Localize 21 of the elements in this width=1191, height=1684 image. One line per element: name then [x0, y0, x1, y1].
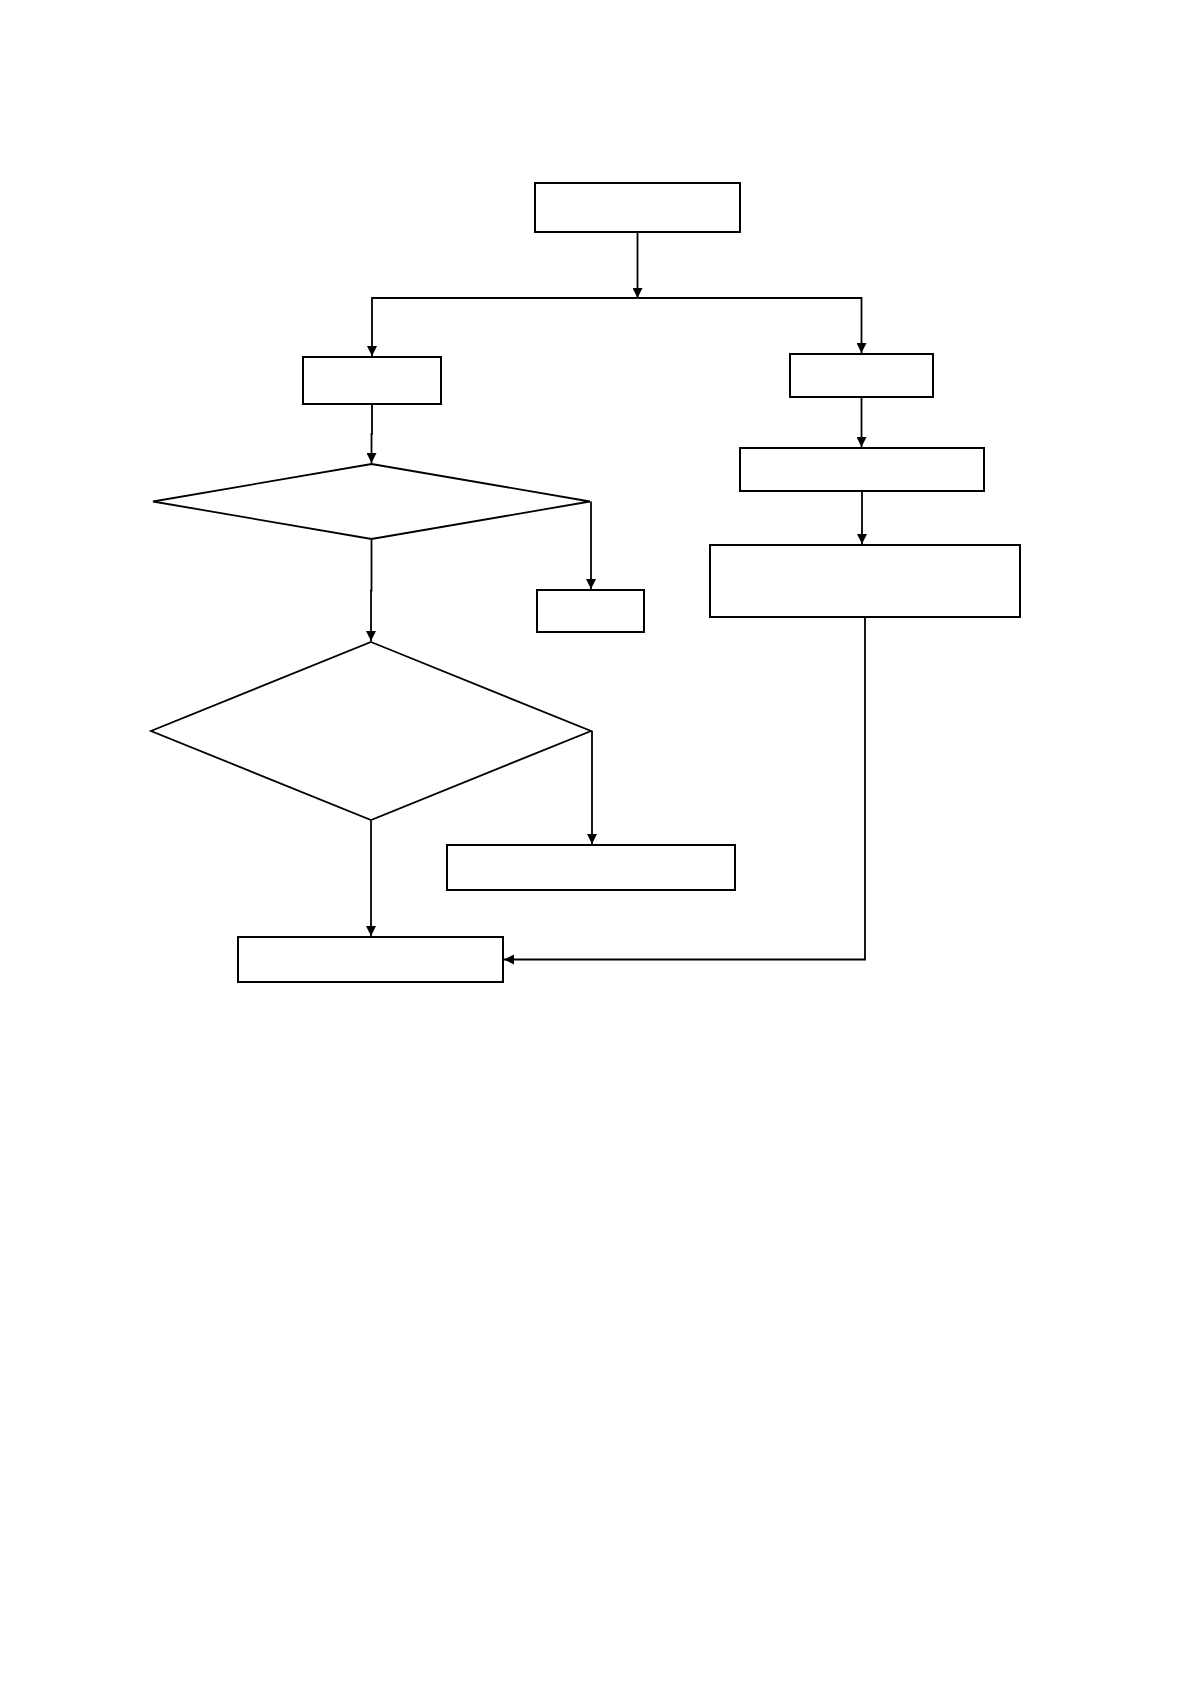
process-box	[739, 447, 985, 492]
process-box	[237, 936, 504, 983]
arrow	[632, 232, 643, 299]
arrow	[503, 617, 866, 965]
arrow	[856, 397, 867, 448]
process-box	[709, 544, 1021, 618]
process-box	[536, 589, 645, 633]
arrow	[586, 500, 596, 590]
decision-diamond	[150, 641, 592, 821]
process-box	[789, 353, 934, 398]
arrow	[367, 297, 639, 357]
arrow	[636, 297, 867, 354]
process-box	[534, 182, 741, 233]
arrow	[366, 404, 377, 464]
arrow	[587, 730, 597, 845]
arrow	[366, 539, 376, 642]
decision-diamond	[152, 463, 591, 540]
process-box	[302, 356, 442, 405]
process-box	[446, 844, 736, 891]
arrow	[857, 491, 867, 545]
arrow	[366, 820, 376, 937]
